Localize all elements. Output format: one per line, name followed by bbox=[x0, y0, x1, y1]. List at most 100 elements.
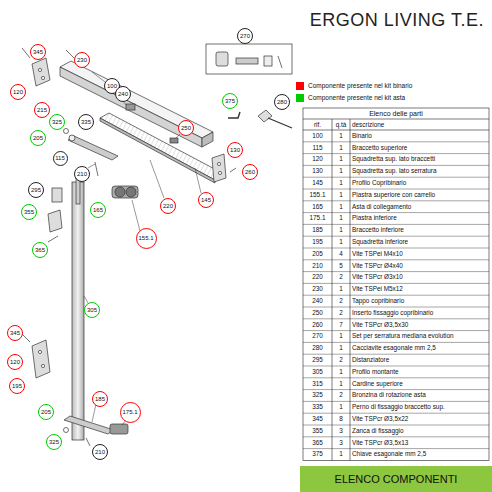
table-cell: Bronzina di rotazione asta bbox=[352, 392, 426, 398]
hole bbox=[38, 68, 41, 71]
leader-line bbox=[88, 164, 95, 168]
callout-circle: 375 bbox=[222, 93, 238, 109]
table-rule bbox=[303, 259, 489, 260]
table-rule bbox=[303, 318, 489, 319]
callout-number: 120 bbox=[10, 359, 20, 365]
table-cell: 1 bbox=[339, 381, 343, 387]
table-cell: 250 bbox=[312, 310, 323, 316]
bracket-lower bbox=[32, 340, 50, 378]
table-cell: Squadretta sup. lato serratura bbox=[352, 168, 437, 174]
table-cell: Piastra inferiore bbox=[352, 215, 397, 221]
caption: ELENCO COMPONENTI bbox=[335, 473, 458, 485]
screw bbox=[48, 236, 58, 242]
table-cell: 5 bbox=[339, 263, 343, 269]
table-cell: 1 bbox=[339, 204, 343, 210]
callout-circle: 335 bbox=[78, 114, 94, 130]
table-cell: Vite TSPcr Ø3,5x22 bbox=[352, 416, 408, 422]
table-cell: 1 bbox=[339, 227, 343, 233]
lock-part bbox=[236, 58, 258, 64]
table-rule bbox=[332, 119, 333, 460]
rail-end bbox=[202, 132, 213, 147]
callout-circle: 165 bbox=[90, 202, 106, 218]
table-rule bbox=[303, 425, 489, 426]
leader-line bbox=[176, 134, 180, 138]
table-rule bbox=[303, 236, 489, 237]
hex-key bbox=[228, 112, 240, 118]
callout-number: 195 bbox=[12, 383, 22, 389]
callout-number: 155.1 bbox=[138, 235, 153, 241]
callout-circle: 130 bbox=[227, 142, 243, 158]
table-cell: Inserto fissaggio copribinario bbox=[352, 310, 433, 316]
bracket-right bbox=[212, 154, 226, 182]
leader-line bbox=[92, 404, 96, 422]
table-cell: Squadretta inferiore bbox=[352, 239, 408, 245]
table-cell: 2 bbox=[339, 310, 343, 316]
table-cell: 1 bbox=[339, 451, 343, 457]
table-cell: Distanziatore bbox=[352, 357, 389, 363]
callout-number: 220 bbox=[163, 203, 173, 209]
callout-circle: 175.1 bbox=[120, 402, 141, 423]
table-cell: Braccetto inferiore bbox=[352, 227, 404, 233]
table-rule bbox=[303, 389, 489, 390]
hole bbox=[218, 171, 221, 174]
table-cell: 2 bbox=[339, 298, 343, 304]
table-cell: 1 bbox=[339, 404, 343, 410]
table-cell: 315 bbox=[312, 381, 323, 387]
table-cell: Vite TSPei M4x10 bbox=[352, 251, 403, 257]
table-cell: Piastra superiore con carrello bbox=[352, 192, 435, 198]
callout-number: 250 bbox=[181, 125, 191, 131]
table-rows bbox=[303, 142, 489, 449]
table-rule bbox=[303, 200, 489, 201]
kit-box bbox=[206, 44, 292, 74]
leader-line bbox=[150, 160, 164, 198]
caption-band bbox=[300, 466, 492, 492]
callout-circle: 120 bbox=[7, 354, 23, 370]
leader-line bbox=[92, 72, 105, 82]
table-cell: Binario bbox=[352, 133, 372, 139]
table-rule bbox=[303, 224, 489, 225]
callout-circle: 250 bbox=[178, 120, 194, 136]
rail-top bbox=[60, 61, 213, 138]
callout-circle: 305 bbox=[84, 302, 100, 318]
title: ERGON LIVING T.E. bbox=[310, 10, 484, 31]
table-heading: Elenco delle parti bbox=[369, 110, 423, 117]
table-rule bbox=[303, 366, 489, 367]
table-cell: 280 bbox=[312, 345, 323, 351]
legend-text: Componente presente nel kit asta bbox=[308, 94, 405, 102]
table-cell: 365 bbox=[312, 440, 323, 446]
table-cell: 3 bbox=[339, 428, 343, 434]
callout-circle: 210 bbox=[92, 444, 108, 460]
table-cell: Zanca di fissaggio bbox=[352, 428, 404, 434]
lock-part bbox=[264, 56, 272, 66]
table-cell: Vite TSPcr Ø3,5x30 bbox=[352, 322, 408, 328]
table-cell: 325 bbox=[312, 392, 323, 398]
table-rule bbox=[303, 119, 489, 120]
table-cell: 1 bbox=[339, 145, 343, 151]
table-cell: 270 bbox=[312, 333, 323, 339]
callout-circle: 355 bbox=[21, 204, 37, 220]
table-cell: Braccetto superiore bbox=[352, 145, 407, 151]
table-cell: Vite TSPcr Ø4x40 bbox=[352, 263, 403, 269]
table-rule bbox=[303, 377, 489, 378]
table-rule bbox=[303, 436, 489, 437]
table-cell: 1 bbox=[339, 156, 343, 162]
table-cell: Cardine superiore bbox=[352, 381, 403, 387]
top-plate bbox=[112, 186, 138, 198]
table-cell: 335 bbox=[312, 404, 323, 410]
table-cell: Profilo Copribinario bbox=[352, 180, 406, 186]
callout-number: 115 bbox=[55, 155, 65, 161]
table-cell: 1 bbox=[339, 345, 343, 351]
cover-insert bbox=[170, 138, 178, 143]
screw bbox=[86, 438, 90, 446]
callout-circle: 195 bbox=[9, 378, 25, 394]
callout-circle: 120 bbox=[10, 84, 26, 100]
table-rule bbox=[303, 248, 489, 249]
table-cell: 345 bbox=[312, 416, 323, 422]
table-cell: 2 bbox=[339, 357, 343, 363]
table-rule bbox=[303, 271, 489, 272]
table-rule bbox=[303, 295, 489, 296]
table-cell: 295 bbox=[312, 357, 323, 363]
column-header: q.tà bbox=[336, 122, 347, 128]
table-rule bbox=[303, 401, 489, 402]
